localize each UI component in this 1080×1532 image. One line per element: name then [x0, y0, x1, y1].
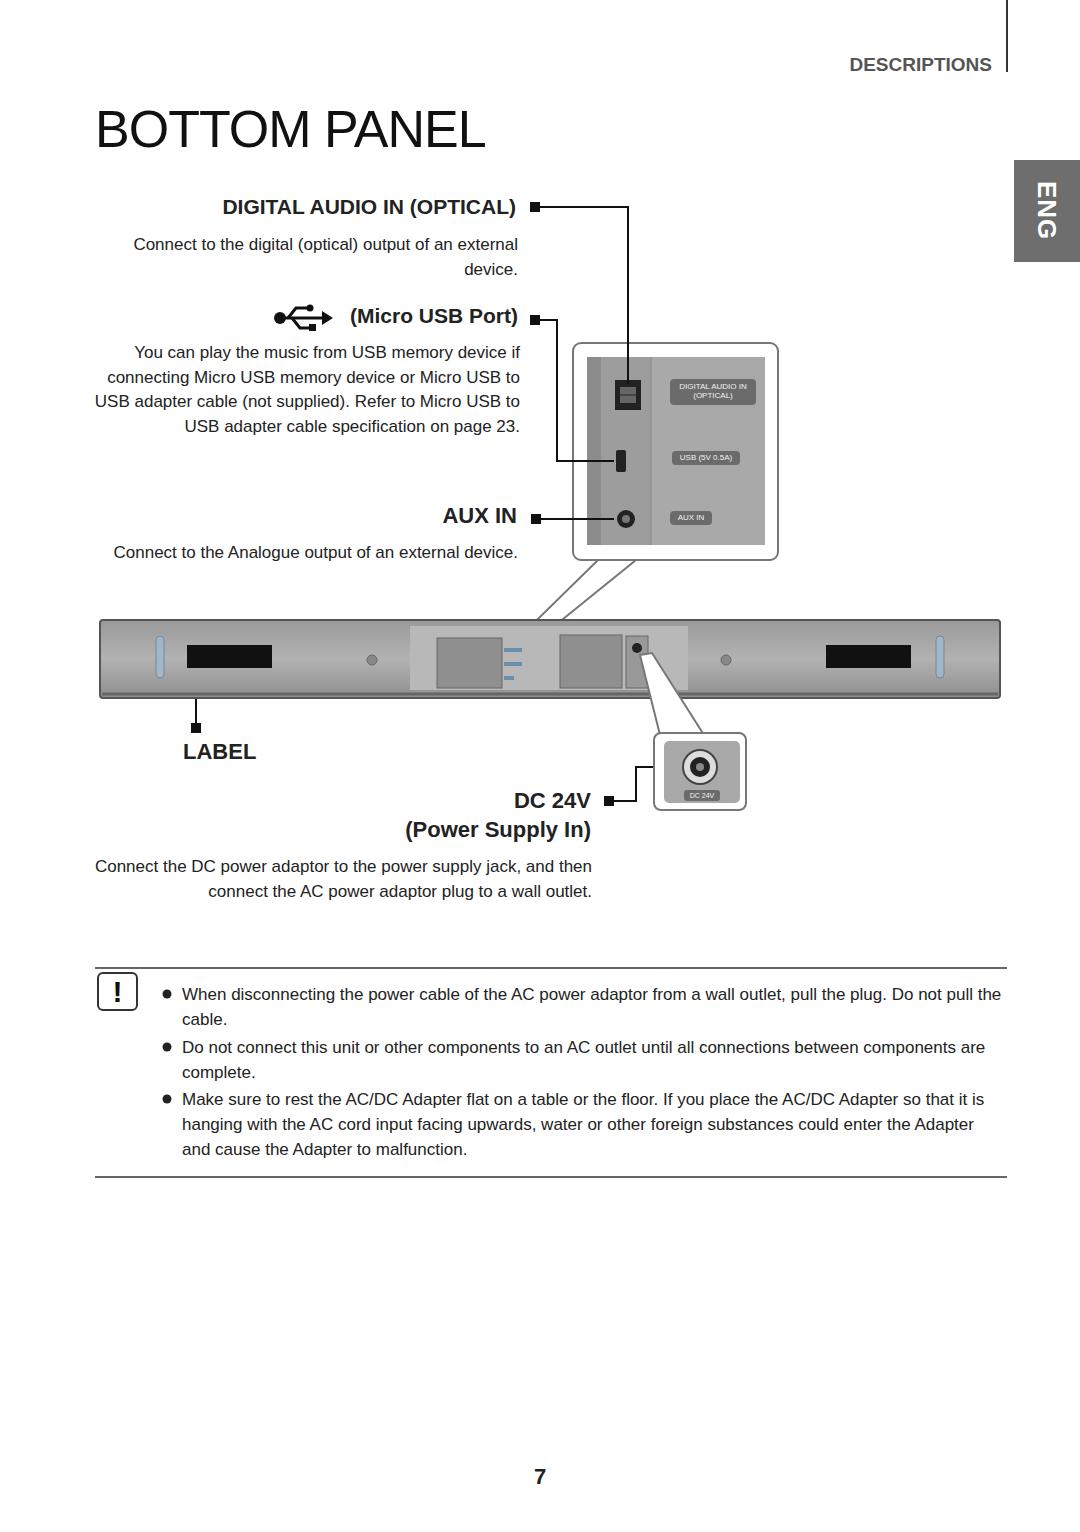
callout-heading: (Power Supply In)	[300, 817, 591, 843]
callout-description: You can play the music from USB memory d…	[90, 341, 520, 439]
node-text: ENG	[1033, 181, 1062, 240]
callout-heading: DIGITAL AUDIO IN (OPTICAL)	[100, 194, 516, 219]
node-text: !	[113, 975, 123, 1008]
callout-heading: (Micro USB Port)	[200, 303, 518, 328]
port-tag: USB (5V 0.5A)	[672, 451, 740, 465]
node-text: AUX IN	[678, 514, 705, 523]
callout-heading: AUX IN	[300, 503, 517, 529]
note-text: Make sure to rest the AC/DC Adapter flat…	[182, 1087, 1002, 1162]
note-text: When disconnecting the power cable of th…	[182, 982, 1002, 1032]
page-number: 7	[500, 1464, 580, 1490]
node-text: DIGITAL AUDIO IN (OPTICAL)	[673, 383, 753, 401]
page-title: BOTTOM PANEL	[95, 98, 486, 160]
callout-heading: LABEL	[183, 739, 333, 765]
callout-description: Connect the DC power adaptor to the powe…	[70, 854, 592, 904]
node-text: DC 24V	[690, 792, 715, 800]
caution-icon: !	[97, 972, 138, 1011]
node-text: USB (5V 0.5A)	[680, 454, 732, 463]
callout-description: Connect to the Analogue output of an ext…	[40, 543, 518, 563]
callout-description: Connect to the digital (optical) output …	[110, 232, 518, 282]
callout-heading: DC 24V	[400, 788, 591, 814]
section-heading: DESCRIPTIONS	[700, 54, 992, 77]
note-text: Do not connect this unit or other compon…	[182, 1035, 1002, 1085]
port-tag: AUX IN	[670, 511, 712, 525]
port-tag: DC 24V	[684, 790, 720, 801]
port-tag: DIGITAL AUDIO IN (OPTICAL)	[670, 379, 756, 405]
language-tab: ENG	[1014, 160, 1080, 262]
